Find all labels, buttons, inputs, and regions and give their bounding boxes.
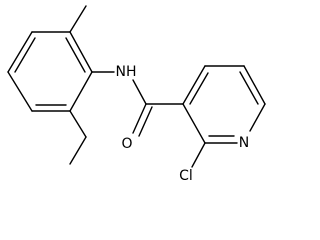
benzene-double-3 [65,37,86,73]
benzene-bond-3 [7,71,33,112]
pyridine-ring [182,65,266,144]
pyridine-double-1 [189,72,209,105]
c-cl-bond [191,142,206,168]
oxygen-label: O [121,136,132,152]
pyridine-bond-c3-c4 [182,65,206,105]
nh-carbonyl-bond [132,79,147,105]
pyridine-bond-c2-c3 [182,103,206,144]
chlorine-label: Cl [179,168,193,184]
molecule-drawing: NH O N Cl [7,5,266,184]
methyl-bond [69,5,87,33]
ethyl-bond-1 [69,110,87,138]
nh-label: NH [116,64,137,80]
pyridine-bond-c5-c6 [243,65,266,105]
nitrogen-label: N [239,135,249,151]
pyridine-bond-c6-n [249,103,266,132]
pyridine-double-2 [239,71,259,105]
benzene-double-1 [14,37,36,73]
benzene-bond-5 [69,71,93,112]
carbonyl-double-2 [138,106,153,137]
ethyl-bond-2 [69,136,87,165]
carbonyl-group [132,103,153,137]
benzene-bond-2 [7,31,33,73]
carbonyl-double-1 [132,103,147,134]
ethyl-group [69,110,87,165]
benzene-bond-6 [69,31,93,73]
benzene-ring [7,31,93,112]
structure-diagram: NH O N Cl [7,5,266,184]
